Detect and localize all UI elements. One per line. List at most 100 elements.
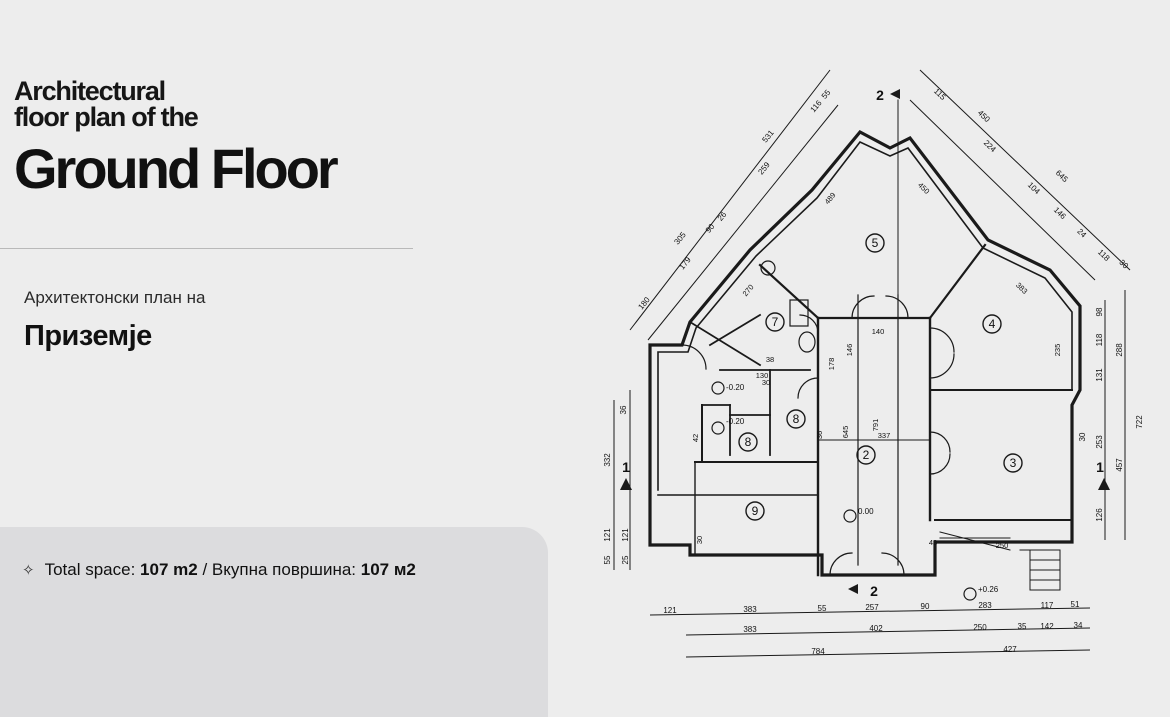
dimension: 270 xyxy=(741,283,756,298)
level-label: -0.20 xyxy=(726,417,745,426)
floor-plan: 5 4 3 2 7 1 8 9 1 8 2 2 1 1 -0.20 -0.20 … xyxy=(603,69,1144,658)
dimension: 25 xyxy=(621,555,630,564)
total-space-label-en: Total space: xyxy=(44,560,136,579)
room-label: 8 xyxy=(793,412,800,426)
total-space-value-mk: 107 м2 xyxy=(360,560,416,579)
level-label: -0.20 xyxy=(726,383,745,392)
room-label: 3 xyxy=(1010,456,1017,470)
dimension: 43 xyxy=(929,538,937,547)
room-label: 5 xyxy=(872,236,879,250)
dimension: 38 xyxy=(766,355,774,364)
title-line-2: floor plan of the xyxy=(14,102,199,132)
dimension: 146 xyxy=(845,344,854,357)
dimension: 42 xyxy=(691,434,700,442)
dimension: 383 xyxy=(1014,281,1029,296)
dimension: 30 xyxy=(695,536,704,544)
dimension: 121 xyxy=(621,528,630,542)
room-label: 4 xyxy=(989,317,996,331)
wall xyxy=(688,320,762,367)
wall xyxy=(758,263,820,320)
dimension: 784 xyxy=(811,647,825,656)
dimension: 98 xyxy=(1095,307,1104,316)
dimension: 332 xyxy=(603,453,612,467)
dimension: 383 xyxy=(743,625,757,634)
dimension: 30 xyxy=(762,378,770,387)
dimension: 305 xyxy=(672,230,688,246)
dimension: 121 xyxy=(603,528,612,542)
dimension: 116 xyxy=(809,98,824,114)
room-label: 8 xyxy=(745,435,752,449)
dimension: 118 xyxy=(1095,333,1104,346)
total-space-label-mk: Вкупна површина: xyxy=(211,560,357,579)
dimension: 283 xyxy=(978,601,992,610)
dimension: 791 xyxy=(871,419,880,432)
subtitle-small: Архитектонски план на xyxy=(24,288,206,307)
dimension: 36 xyxy=(619,405,628,414)
total-space-line: ✧Total space: 107 m2 / Вкупна површина: … xyxy=(22,560,416,580)
subtitle-big: Приземје xyxy=(24,320,152,352)
dimension: 121 xyxy=(663,606,677,615)
dimension: 645 xyxy=(1054,168,1070,184)
dimension: 253 xyxy=(1095,435,1104,449)
dimension: 489 xyxy=(823,191,838,206)
level-label: +0.26 xyxy=(978,585,999,594)
dimension: 235 xyxy=(1053,344,1062,357)
total-space-separator: / xyxy=(202,560,208,579)
dimension: 142 xyxy=(1040,622,1054,631)
dimension: 55 xyxy=(820,88,833,101)
dimension: 30 xyxy=(1078,432,1087,441)
dimension: 90 xyxy=(921,602,930,611)
dimension: 402 xyxy=(869,624,883,633)
info-card: ✧Total space: 107 m2 / Вкупна површина: … xyxy=(0,527,548,717)
dimension: 224 xyxy=(982,138,998,154)
dimension: 450 xyxy=(976,108,992,124)
section-mark: 1 xyxy=(622,459,630,475)
dimension: 531 xyxy=(760,128,776,144)
total-space-value-en: 107 m2 xyxy=(140,560,198,579)
dimension: 36 xyxy=(815,431,824,439)
dimension: 90 xyxy=(704,222,717,235)
dimension: 645 xyxy=(841,426,850,439)
outer-wall-inner xyxy=(657,141,1073,491)
dimension: 26 xyxy=(716,210,729,223)
dimension: 146 xyxy=(1052,205,1068,221)
dimension: 257 xyxy=(865,603,879,612)
dimension: 131 xyxy=(1095,368,1104,382)
dimension: 140 xyxy=(872,327,885,336)
divider xyxy=(0,248,413,249)
title-block: Architectural floor plan of the Ground F… xyxy=(14,76,339,202)
dimension: 126 xyxy=(1095,508,1104,522)
wall xyxy=(708,313,762,347)
dimension: 178 xyxy=(827,358,836,371)
dimension: 55 xyxy=(603,555,612,564)
title-line-1: Architectural xyxy=(14,76,166,106)
room-label: 9 xyxy=(752,504,759,518)
dimension: 179 xyxy=(677,255,693,271)
wall xyxy=(928,243,987,320)
dimension: 250 xyxy=(996,541,1009,550)
dimension: 337 xyxy=(878,431,891,440)
dimension: 457 xyxy=(1115,458,1124,472)
dimension: 115 xyxy=(932,87,948,103)
dimension: 722 xyxy=(1135,415,1144,429)
section-mark: 2 xyxy=(876,87,884,103)
dimension: 450 xyxy=(916,181,931,196)
dimension: 51 xyxy=(1071,600,1080,609)
subtitle-block: Архитектонски план на Приземје xyxy=(24,288,205,353)
page-title: Ground Floor xyxy=(14,137,339,200)
room-label: 7 xyxy=(772,315,779,329)
dimension: 35 xyxy=(1018,622,1027,631)
dimension: 180 xyxy=(636,295,652,311)
four-point-star-icon: ✧ xyxy=(22,562,35,579)
section-mark: 1 xyxy=(1096,459,1104,475)
dimension: 55 xyxy=(818,604,827,613)
dimension: 383 xyxy=(743,605,757,614)
level-label: 0.00 xyxy=(858,507,874,516)
dimension: 34 xyxy=(1074,621,1083,630)
dimension: 130 xyxy=(756,371,769,380)
dimension: 427 xyxy=(1003,645,1017,654)
section-mark: 2 xyxy=(870,583,878,599)
outer-wall xyxy=(648,129,1082,577)
dimension: 288 xyxy=(1115,343,1124,357)
room-label: 2 xyxy=(863,448,870,462)
